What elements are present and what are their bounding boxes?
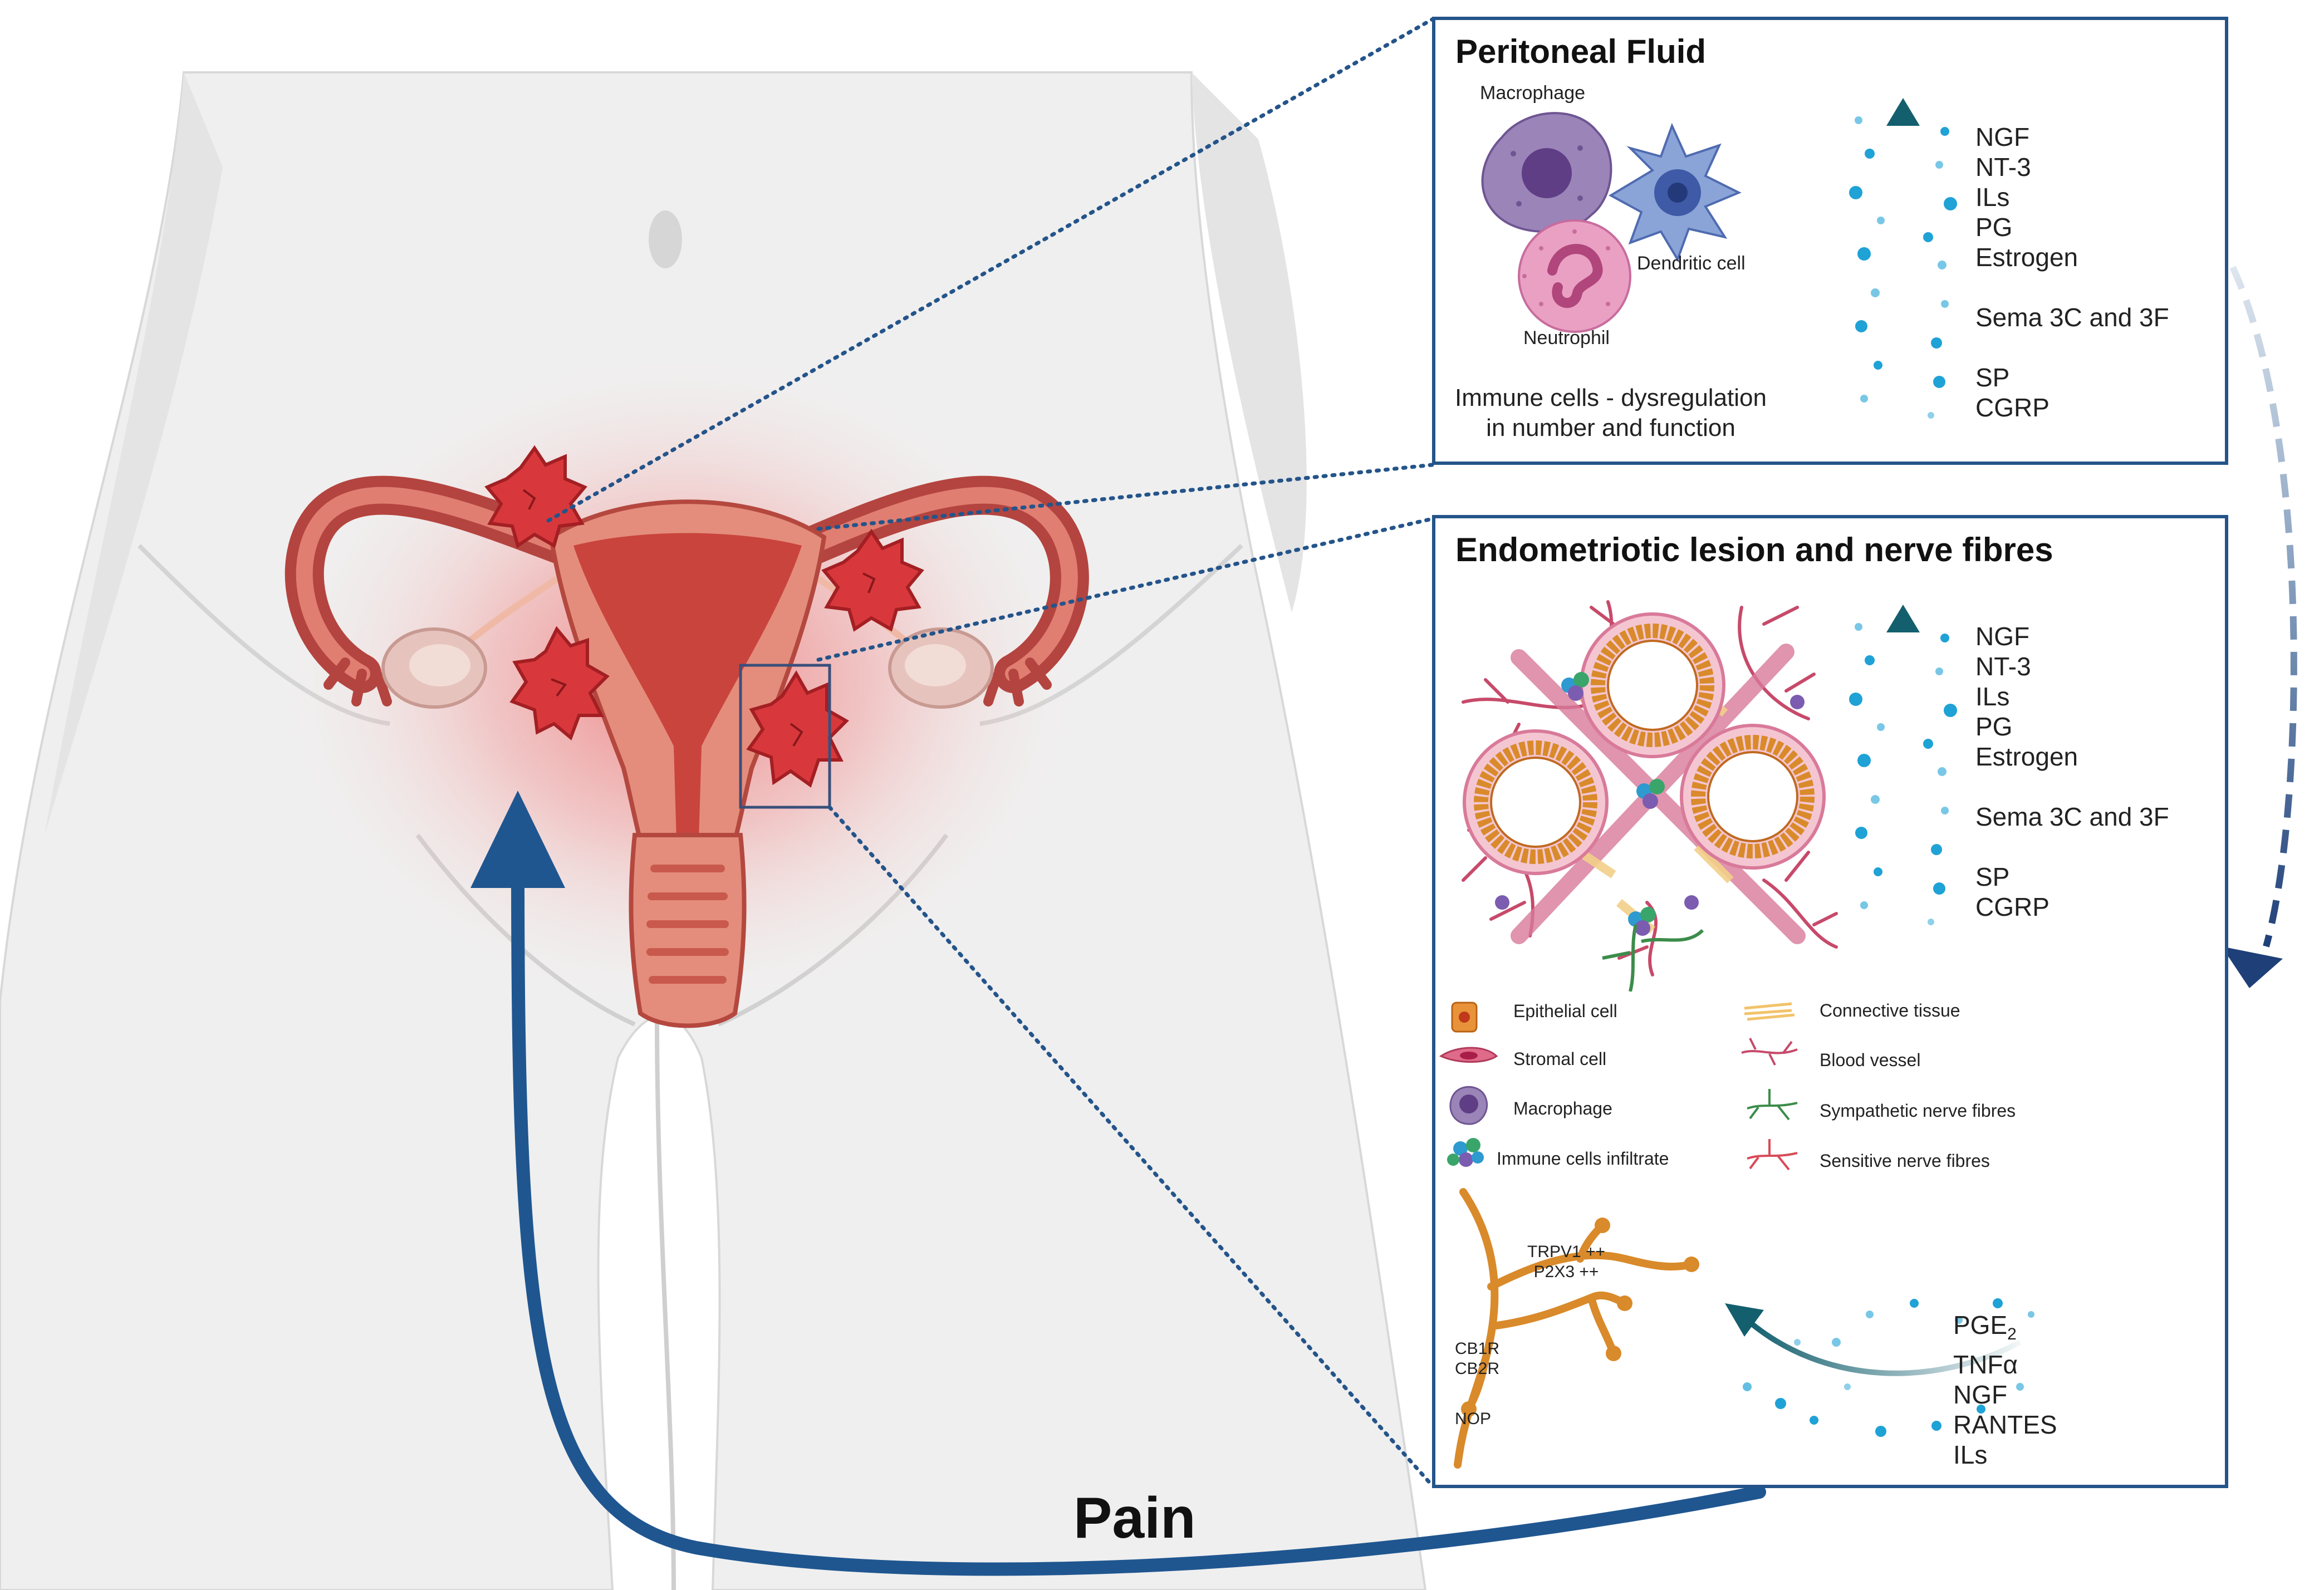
dendritic-cell-label: Dendritic cell [1637,253,1746,274]
feedback-dashed-arrow [2229,266,2297,948]
lesion-mediator-cgrp: CGRP [1975,892,2050,921]
mediator-sp: SP [1975,363,2010,392]
receptors-cannabinoid: CB1R CB2R [1455,1339,1499,1379]
lesion-zoom-box [739,664,831,809]
legend-sympathetic: Sympathetic nerve fibres [1820,1101,2016,1121]
uterus [285,475,1089,1028]
nociceptor-illustration [1454,1188,2034,1469]
legend-icons [1439,1002,1798,1171]
sensitizer-pge2: PGE2 [1953,1310,2057,1349]
gland-1 [1580,612,1725,758]
macrophage-icon [1481,112,1612,233]
receptors-upregulated: TRPV1 ++ P2X3 ++ [1527,1242,1605,1282]
lesion-cross-section [1462,600,1838,992]
legend-epithelial: Epithelial cell [1513,1001,1617,1021]
nociceptor-neuron [1454,1188,1695,1469]
legend-blood-vessel: Blood vessel [1820,1050,1921,1070]
stromal-cell-icon [1439,1047,1498,1063]
endometriotic-lesion-panel: Endometriotic lesion and nerve fibres [1432,515,2228,1488]
blood-vessel-icon [1741,1038,1798,1066]
lesion-mediator-nt3: NT-3 [1975,652,2031,681]
gland-3 [1680,724,1826,870]
dendritic-cell-icon [1608,122,1742,262]
zoom-connectors [546,17,1434,1488]
pain-arrowhead [470,791,565,888]
navel [649,210,682,268]
gland-2 [1463,729,1609,875]
lesion-mediator-pg: PG [1975,712,2013,741]
sensitizer-ngf: NGF [1953,1380,2008,1410]
epithelial-cell-icon [1451,1002,1478,1033]
receptor-p2x3: P2X3 ++ [1533,1263,1599,1281]
lesion-mediator-ils: ILs [1975,682,2010,711]
connective-tissue-icon [1744,1002,1795,1021]
immune-cells-illustration [1481,112,1742,333]
immune-infiltrate-icon [1447,1138,1484,1167]
mediator-ngf: NGF [1975,122,2030,151]
mediator-increase-arrow [1849,98,1957,421]
neutrophil-icon [1518,219,1631,333]
legend-immune-infiltrate: Immune cells infiltrate [1497,1149,1669,1169]
lesion-mediator-sp: SP [1975,862,2010,891]
peritoneal-fluid-panel: Peritoneal Fluid [1432,17,2228,465]
lesion-panel-title: Endometriotic lesion and nerve fibres [1455,531,2053,568]
legend-connective: Connective tissue [1820,1000,1960,1020]
neutrophil-label: Neutrophil [1523,327,1610,349]
lesion-mediator-sema: Sema 3C and 3F [1975,802,2169,831]
immune-caption: Immune cells - dysregulation in number a… [1441,383,1781,443]
pain-label: Pain [1073,1486,1196,1550]
lesion-mediator-arrow [1849,605,1957,928]
legend-sensitive: Sensitive nerve fibres [1820,1151,1990,1171]
peritoneal-mediators-list: NGF NT-3 ILs PG Estrogen Sema 3C and 3F … [1975,122,2169,423]
receptor-cb1r: CB1R [1455,1339,1500,1358]
pain-arrow [511,862,1766,1576]
immune-caption-line-1: Immune cells - dysregulation [1454,384,1767,411]
receptor-nop: NOP [1455,1410,1492,1428]
peritoneal-panel-title: Peritoneal Fluid [1455,33,1707,70]
sensitizer-ils: ILs [1953,1440,1988,1470]
lesion-mediator-ngf: NGF [1975,622,2030,651]
mediator-pg: PG [1975,213,2013,242]
mediator-sema: Sema 3C and 3F [1975,303,2169,332]
mediator-cgrp: CGRP [1975,393,2050,422]
receptor-cb2r: CB2R [1455,1360,1500,1378]
sensitizer-pge-subscript: 2 [2007,1325,2017,1344]
lesion-1 [484,445,587,548]
legend-macrophage-icon [1449,1086,1488,1125]
sensitizer-list: PGE2 TNFα NGF RANTES ILs [1953,1310,2057,1470]
mediator-estrogen: Estrogen [1975,243,2078,272]
sensitizer-rantes: RANTES [1953,1410,2057,1440]
mediator-ils: ILs [1975,183,2010,212]
sympathetic-nerve-icon [1747,1089,1798,1121]
sensitizer-tnfa: TNFα [1953,1350,2018,1380]
immune-caption-line-2: in number and function [1486,414,1735,441]
sensitive-nerve-icon [1747,1139,1798,1171]
sensitizer-pge-base: PGE [1953,1311,2008,1339]
lesion-mediators-list: NGF NT-3 ILs PG Estrogen Sema 3C and 3F … [1975,621,2169,922]
legend-stromal: Stromal cell [1513,1049,1607,1069]
macrophage-label: Macrophage [1480,82,1586,104]
legend-macrophage: Macrophage [1513,1098,1612,1118]
receptor-trpv1: TRPV1 ++ [1527,1243,1606,1261]
mediator-nt3: NT-3 [1975,153,2031,181]
lesion-mediator-estrogen: Estrogen [1975,742,2078,771]
